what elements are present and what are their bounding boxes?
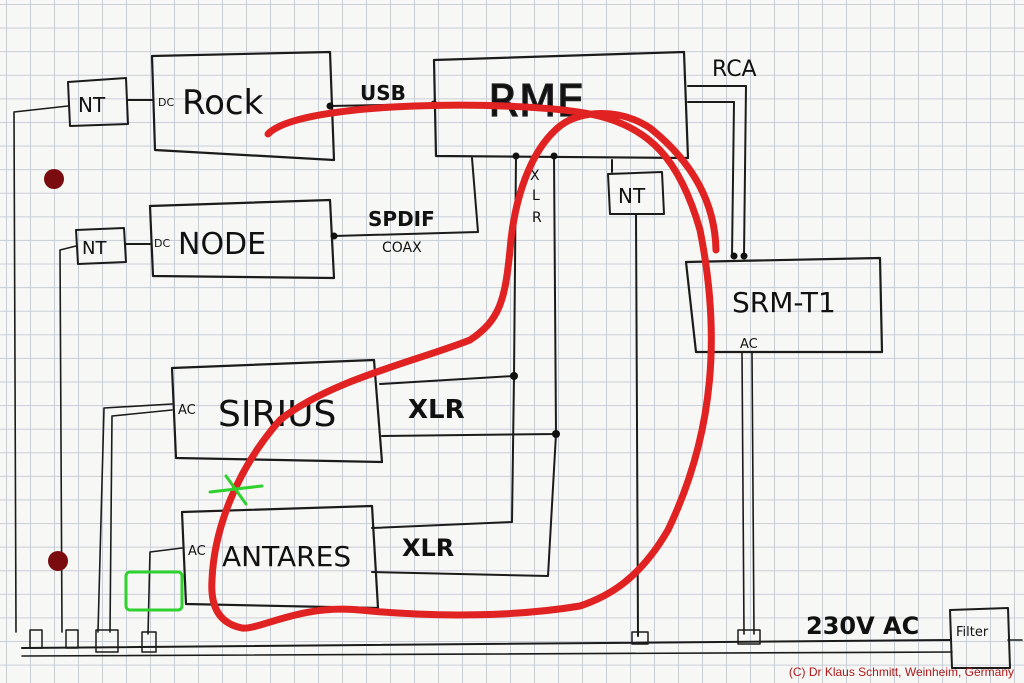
- antares-label: ANTARES: [222, 540, 351, 573]
- nt-rme-box: NT: [607, 171, 665, 215]
- srm-label: SRM-T1: [732, 286, 836, 319]
- xlr-sirius-label: XLR: [408, 395, 465, 425]
- filter-label: Filter: [956, 625, 989, 640]
- antares-box: AC ANTARES: [180, 504, 380, 610]
- filter-box: Filter: [949, 607, 1011, 669]
- node-box: DC NODE: [148, 198, 336, 280]
- copyright-notice: (C) Dr Klaus Schmitt, Weinheim, Germany: [788, 665, 1014, 679]
- nt-rme-label: NT: [618, 184, 646, 208]
- xlr-rme-label-l: L: [532, 188, 540, 204]
- mains-label: 230V AC: [806, 612, 919, 640]
- nt-node-box: NT: [75, 227, 127, 265]
- node-label: NODE: [178, 227, 266, 262]
- terminals: [29, 100, 761, 653]
- srm-ac-label: AC: [740, 337, 758, 352]
- sirius-ac-label: AC: [178, 403, 196, 418]
- red-hole-bottom: [48, 551, 68, 571]
- red-hole-top: [44, 169, 64, 189]
- xlr-rme-label-r: R: [532, 210, 542, 226]
- nt-node-label: NT: [82, 238, 107, 259]
- coax-label: COAX: [382, 240, 422, 256]
- rme-label: RME: [488, 76, 584, 127]
- green-box-mark: [124, 570, 184, 612]
- spdif-label: SPDIF: [368, 207, 435, 231]
- xlr-antares-label: XLR: [402, 534, 454, 562]
- rock-dc-label: DC: [158, 96, 174, 109]
- rock-label: Rock: [182, 83, 264, 123]
- usb-label: USB: [360, 81, 406, 105]
- sirius-label: SIRIUS: [218, 394, 336, 435]
- xlr-rme-label-x: X: [530, 168, 540, 184]
- nt-rock-label: NT: [78, 93, 106, 117]
- green-cross-mark: [208, 474, 264, 506]
- rock-box: DC Rock: [150, 50, 336, 162]
- rme-box: RME: [432, 50, 690, 160]
- antares-ac-label: AC: [188, 544, 206, 559]
- rca-label: RCA: [712, 57, 757, 82]
- srm-box: SRM-T1 AC: [684, 256, 884, 354]
- node-dc-label: DC: [154, 237, 170, 250]
- red-highlight-loop: [208, 101, 720, 632]
- sirius-box: AC SIRIUS: [170, 358, 384, 464]
- nt-rock-box: NT: [67, 77, 129, 127]
